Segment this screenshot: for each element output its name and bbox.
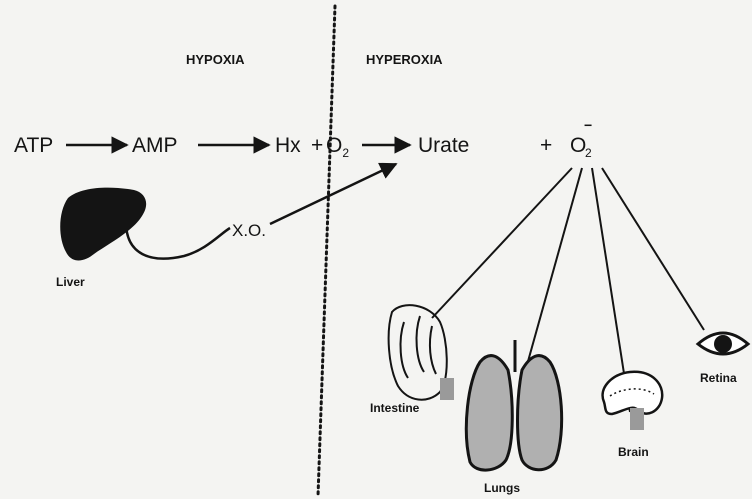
intestine-icon [389, 305, 454, 400]
atp-label: ATP [14, 134, 53, 157]
brain-icon [603, 372, 663, 430]
amp-label: AMP [132, 134, 178, 157]
header-hyperoxia: HYPEROXIA [366, 52, 443, 67]
brain-label: Brain [618, 445, 649, 459]
line-to-retina [602, 168, 704, 330]
superoxide-label: O [570, 134, 586, 157]
retina-icon [698, 333, 748, 354]
superoxide-subscript: 2 [585, 146, 592, 160]
xanthine-oxidase-label: X.O. [232, 221, 266, 240]
arrow-xo-to-reaction [270, 164, 396, 224]
liver-to-xo-curve [126, 222, 230, 259]
hx-label: Hx [275, 134, 301, 157]
plus-sign-2: + [540, 134, 552, 157]
lungs-label: Lungs [484, 481, 520, 495]
intestine-label: Intestine [370, 401, 420, 415]
retina-label: Retina [700, 371, 737, 385]
pathway-row: ATP AMP Hx + O2 Urate + O 2 − [14, 117, 592, 160]
liver-label: Liver [56, 275, 85, 289]
line-to-lungs [520, 168, 582, 390]
line-to-intestine [432, 168, 572, 318]
plus-sign-1: + [311, 134, 323, 157]
urate-label: Urate [418, 134, 469, 157]
liver-icon [60, 188, 146, 261]
oxygen-label: O2 [326, 134, 349, 160]
superoxide-superscript: − [584, 117, 592, 133]
header-hypoxia: HYPOXIA [186, 52, 245, 67]
lungs-icon [466, 340, 561, 470]
divider-line [318, 6, 335, 496]
